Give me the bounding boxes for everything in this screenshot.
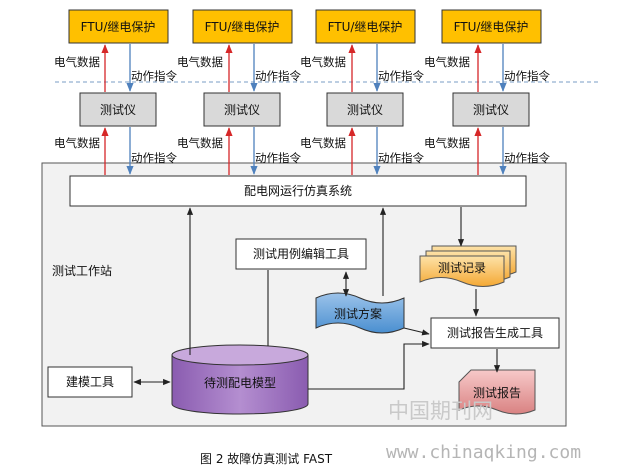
tester-box-1 bbox=[79, 92, 157, 127]
model-db-label: 待测配电模型 bbox=[204, 376, 276, 390]
ftu-label-1: FTU/继电保护 bbox=[81, 20, 156, 34]
electric-data-label-3: 电气数据 bbox=[300, 55, 346, 69]
report-tool-label: 测试报告生成工具 bbox=[447, 325, 543, 340]
ftu-label-3: FTU/继电保护 bbox=[328, 20, 403, 34]
electric-data-label-1: 电气数据 bbox=[54, 55, 100, 69]
model-database bbox=[171, 344, 309, 415]
ftu-label-2: FTU/继电保护 bbox=[205, 20, 280, 34]
test-case-editor-label: 测试用例编辑工具 bbox=[253, 246, 349, 261]
electric-data-label-7: 电气数据 bbox=[300, 136, 346, 150]
test-record-label: 测试记录 bbox=[438, 260, 486, 275]
test-case-editor-box bbox=[235, 238, 367, 270]
ftu-row: FTU/继电保护 FTU/继电保护 FTU/继电保护 FTU/继电保护 bbox=[68, 9, 542, 44]
tester-label-2: 测试仪 bbox=[224, 102, 260, 117]
tester-box-2 bbox=[203, 92, 281, 127]
lower-labels: 电气数据 动作指令 电气数据 动作指令 电气数据 动作指令 电气数据 动作指令 bbox=[54, 136, 550, 165]
ftu-box-1 bbox=[68, 9, 169, 44]
action-command-label-5: 动作指令 bbox=[131, 151, 177, 165]
simulation-system-label: 配电网运行仿真系统 bbox=[244, 184, 352, 198]
ftu-box-3 bbox=[315, 9, 416, 44]
action-command-label-3: 动作指令 bbox=[378, 69, 424, 83]
modeling-tool-box bbox=[47, 366, 133, 398]
tester-label-4: 测试仪 bbox=[473, 102, 509, 117]
tester-box-4 bbox=[452, 92, 530, 127]
electric-data-label-2: 电气数据 bbox=[177, 55, 223, 69]
upper-labels: 电气数据 动作指令 电气数据 动作指令 电气数据 动作指令 电气数据 动作指令 bbox=[54, 55, 550, 83]
ftu-label-4: FTU/继电保护 bbox=[454, 20, 529, 34]
action-command-label-1: 动作指令 bbox=[131, 69, 177, 83]
figure-caption: 图 2 故障仿真测试 FAST bbox=[200, 451, 333, 466]
test-record-stack bbox=[419, 245, 517, 287]
workstation-label: 测试工作站 bbox=[52, 263, 112, 278]
report-tool-box bbox=[430, 317, 560, 349]
electric-data-label-4: 电气数据 bbox=[424, 55, 470, 69]
watermark-cn: 中国期刊网 bbox=[388, 399, 493, 423]
internal-arrows bbox=[133, 207, 501, 390]
action-command-label-6: 动作指令 bbox=[255, 151, 301, 165]
tester-sim-arrows bbox=[101, 127, 507, 175]
tester-box-3 bbox=[326, 92, 404, 127]
tester-label-1: 测试仪 bbox=[100, 102, 136, 117]
tester-label-3: 测试仪 bbox=[347, 102, 383, 117]
electric-data-label-8: 电气数据 bbox=[424, 136, 470, 150]
test-plan-label: 测试方案 bbox=[334, 306, 382, 321]
action-command-label-8: 动作指令 bbox=[504, 151, 550, 165]
action-command-label-2: 动作指令 bbox=[255, 69, 301, 83]
test-report-label: 测试报告 bbox=[473, 385, 521, 400]
action-command-label-7: 动作指令 bbox=[378, 151, 424, 165]
watermark-url: www.chinaqking.com bbox=[386, 442, 581, 463]
electric-data-label-6: 电气数据 bbox=[177, 136, 223, 150]
ftu-box-2 bbox=[192, 9, 293, 44]
test-report-shape bbox=[458, 369, 536, 415]
tester-row: 测试仪 测试仪 测试仪 测试仪 bbox=[79, 92, 530, 127]
electric-data-label-5: 电气数据 bbox=[54, 136, 100, 150]
simulation-system-box bbox=[69, 175, 527, 207]
action-command-label-4: 动作指令 bbox=[504, 69, 550, 83]
modeling-tool-label: 建模工具 bbox=[66, 375, 114, 389]
ftu-box-4 bbox=[441, 9, 542, 44]
ftu-tester-arrows bbox=[101, 44, 507, 92]
